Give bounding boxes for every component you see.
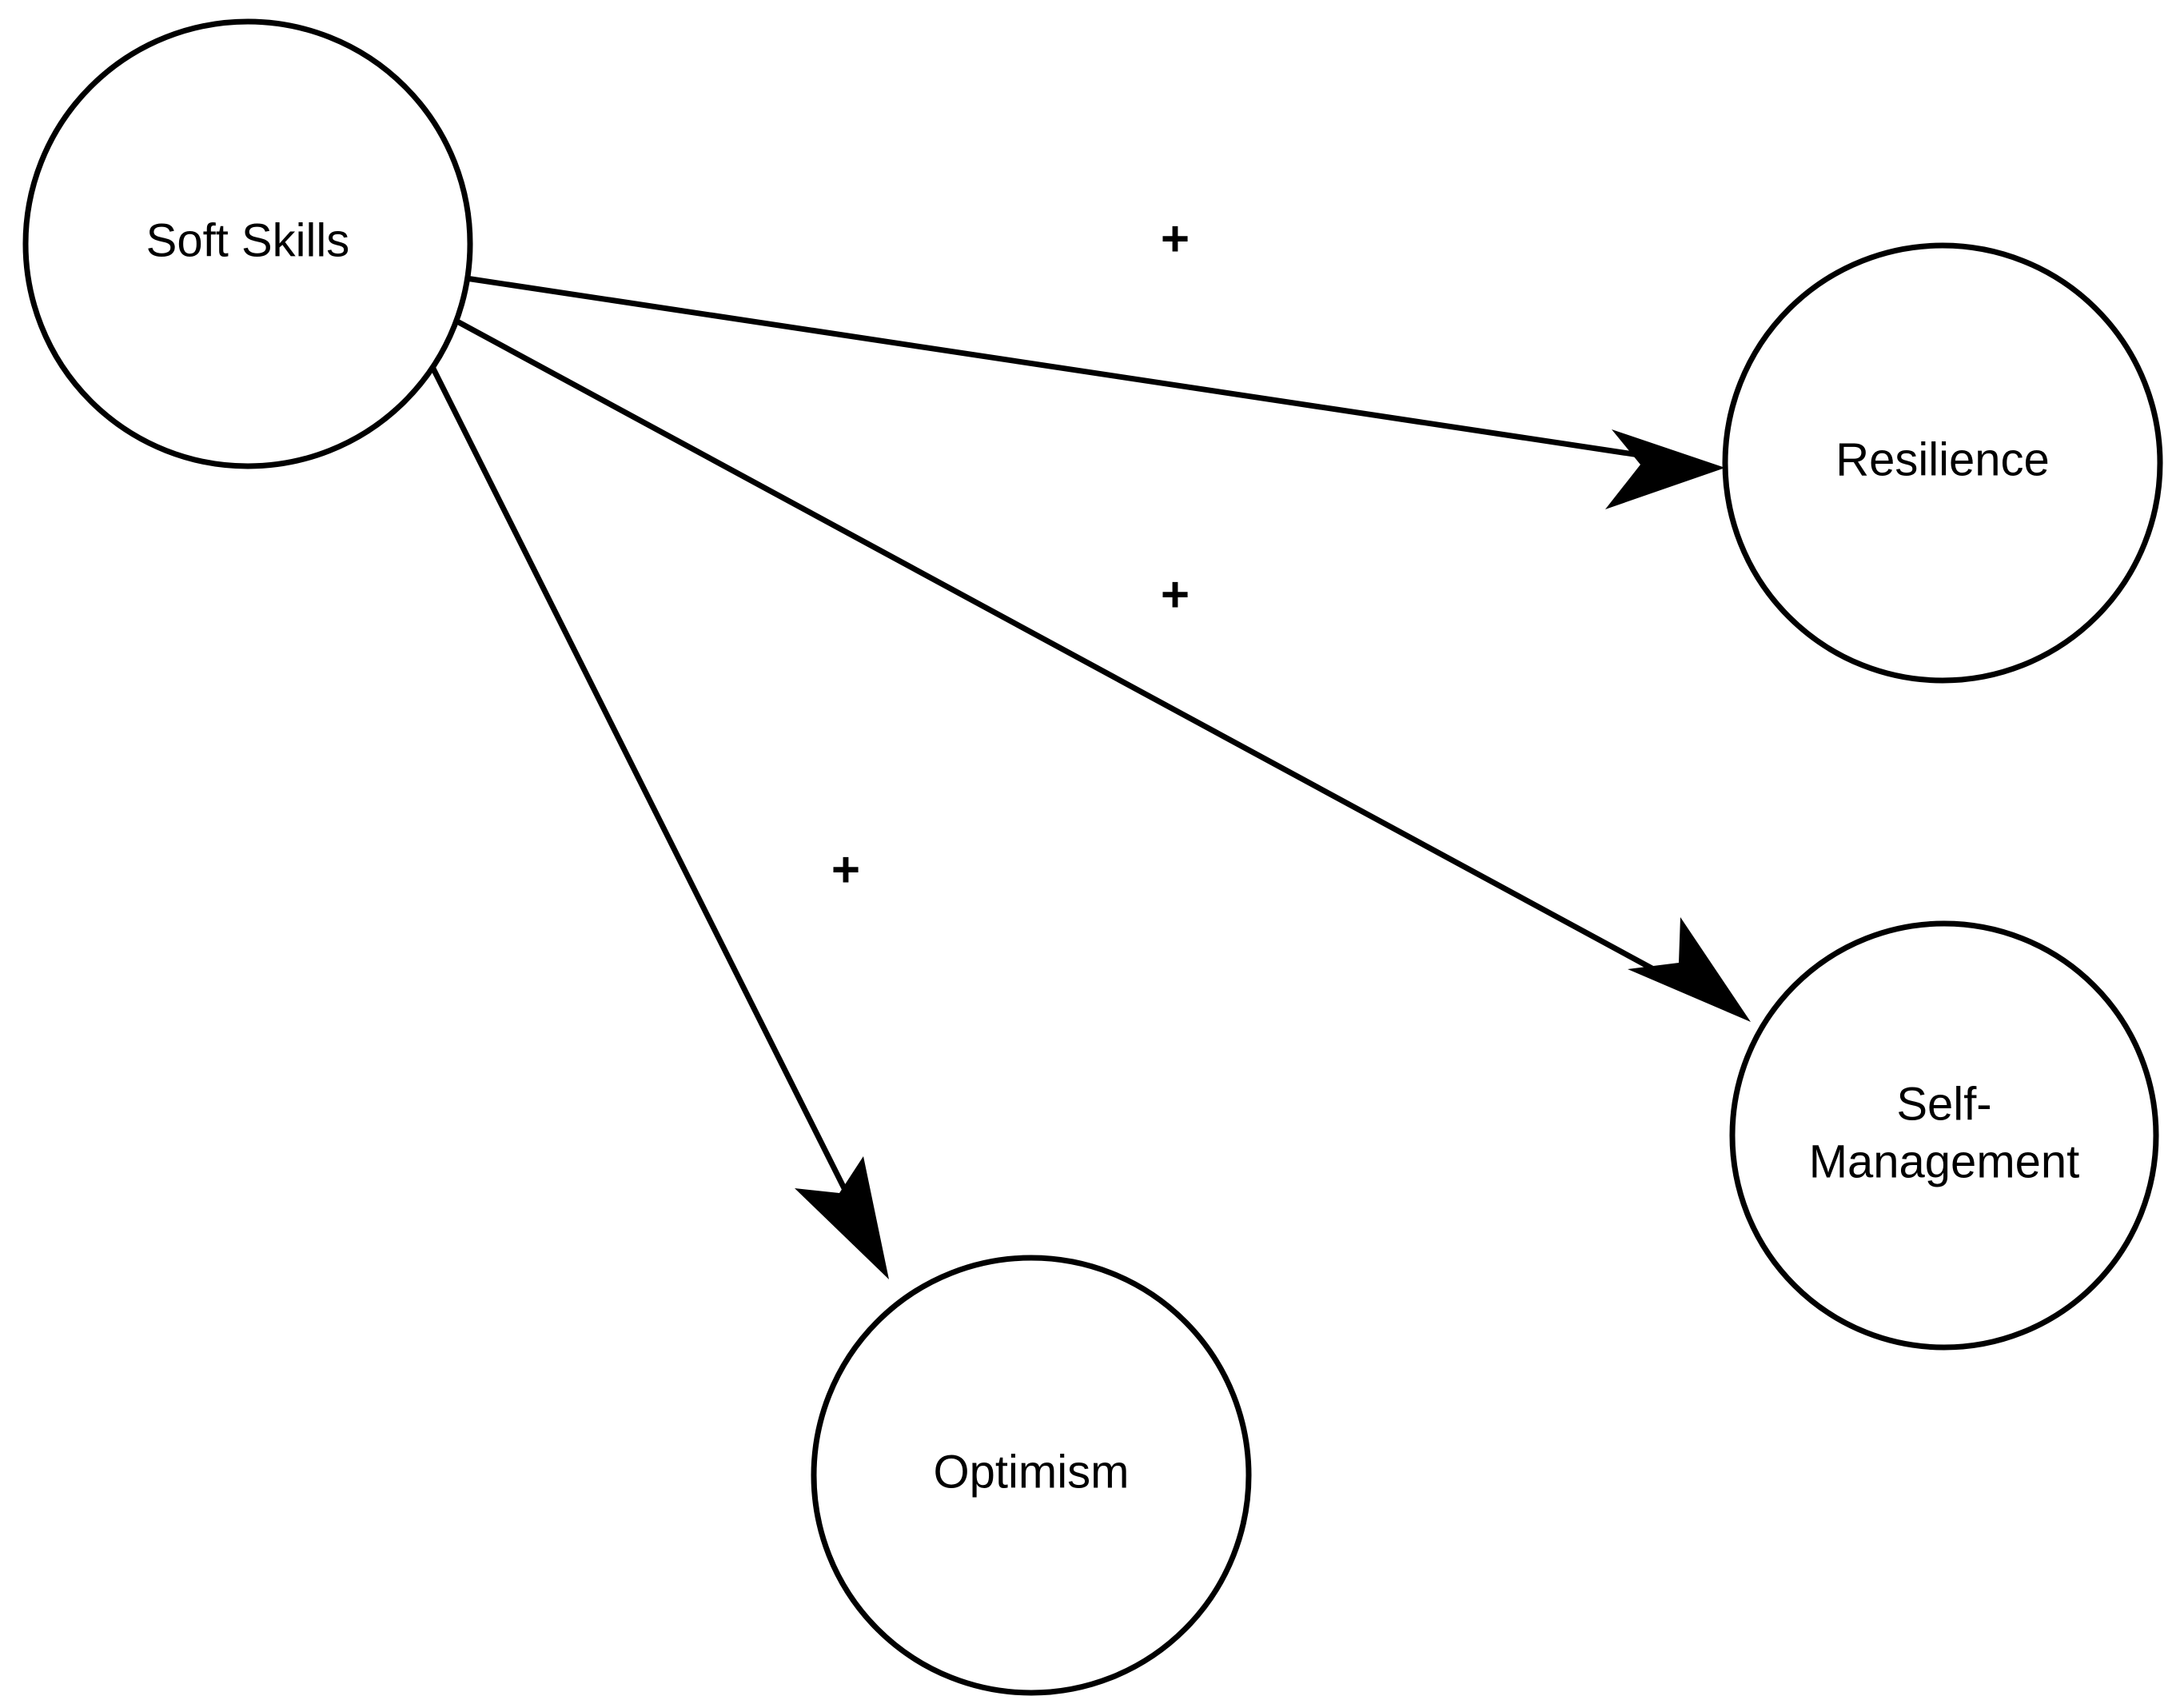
node-circle-resilience (1722, 242, 2163, 684)
node-circle-self-management (1729, 920, 2159, 1351)
node-self-management[interactable]: Self- Management (1729, 920, 2159, 1351)
arrowhead-resilience (1605, 429, 1725, 509)
edge-line-optimism (429, 365, 868, 1231)
polarity-label-optimism: + (831, 842, 860, 897)
edge-line-resilience (465, 275, 1672, 463)
edge-soft-skills-to-resilience[interactable] (465, 275, 1725, 509)
edge-line-self-management (456, 318, 1696, 995)
node-circle-optimism (811, 1255, 1252, 1696)
arrowhead-self-management (1628, 917, 1751, 1022)
node-resilience[interactable]: Resilience (1722, 242, 2163, 684)
arrowhead-optimism (795, 1156, 889, 1279)
node-optimism[interactable]: Optimism (811, 1255, 1252, 1696)
node-soft-skills[interactable]: Soft Skills (22, 18, 473, 469)
node-label-self-management-line2: Management (1809, 1135, 2080, 1187)
node-label-resilience: Resilience (1835, 433, 2050, 485)
edge-soft-skills-to-optimism[interactable] (429, 365, 889, 1279)
polarity-label-self-management: + (1161, 567, 1190, 622)
node-label-soft-skills: Soft Skills (146, 214, 350, 266)
edge-soft-skills-to-self-management[interactable] (456, 318, 1751, 1022)
node-label-self-management-line1: Self- (1896, 1078, 1991, 1130)
polarity-label-resilience: + (1161, 211, 1190, 266)
node-circle-soft-skills (22, 18, 473, 469)
node-label-optimism: Optimism (934, 1446, 1130, 1498)
